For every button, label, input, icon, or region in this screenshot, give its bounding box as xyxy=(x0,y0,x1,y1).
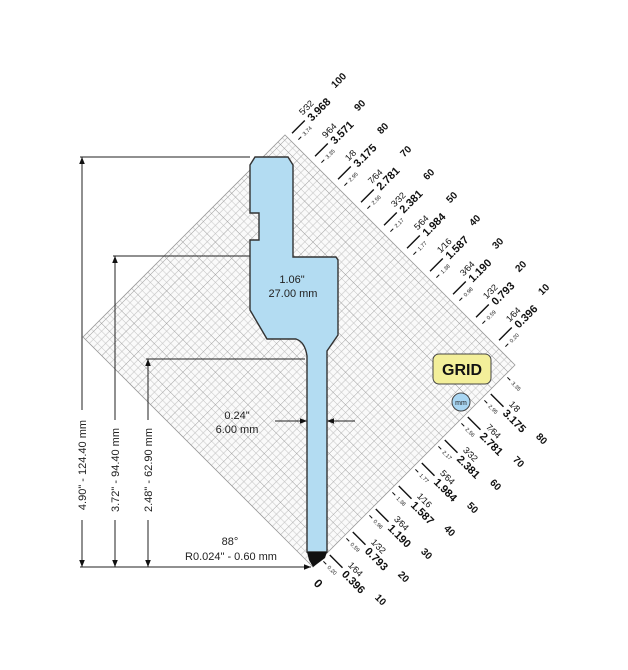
scale-small-label: 0.98 xyxy=(372,519,384,531)
major-tick xyxy=(406,234,421,249)
scale-value: 60 xyxy=(487,478,503,494)
scale-value: 60 xyxy=(422,167,438,183)
scale-small-label: 3.35 xyxy=(325,149,337,161)
grid-button[interactable]: GRID xyxy=(432,353,492,385)
scale-value: 10 xyxy=(372,593,388,609)
scale-value: 50 xyxy=(445,190,461,206)
scale-value: 50 xyxy=(464,501,480,517)
scale-small-label: 0.20 xyxy=(326,565,338,577)
scale-small-label: 2.95 xyxy=(487,404,499,416)
scale-small-label: 1.77 xyxy=(417,241,429,253)
major-tick xyxy=(352,531,367,546)
major-tick xyxy=(475,303,490,318)
major-tick xyxy=(467,416,482,431)
scale-value: 10 xyxy=(537,282,553,298)
scale-value: 20 xyxy=(514,259,530,275)
minor-tick xyxy=(484,400,488,404)
scale-small-label: 0.98 xyxy=(463,287,475,299)
minor-tick xyxy=(323,561,327,565)
scale-value: 40 xyxy=(468,213,484,229)
scale-small-label: 3.35 xyxy=(510,381,522,393)
minor-tick xyxy=(482,320,486,324)
body-width-in: 1.06" xyxy=(279,274,304,286)
scale-value: 90 xyxy=(353,98,369,114)
tool-tip xyxy=(307,552,327,567)
minor-tick xyxy=(461,423,465,427)
scale-value: 100 xyxy=(330,71,350,91)
major-tick xyxy=(329,554,344,569)
origin-label: 0 xyxy=(311,576,326,591)
minor-tick xyxy=(507,377,511,381)
unit-toggle-button[interactable]: mm xyxy=(451,392,471,412)
tip-angle: 88° xyxy=(222,536,239,548)
major-tick xyxy=(398,485,413,500)
minor-tick xyxy=(436,274,440,278)
minor-tick xyxy=(321,159,325,163)
tip-radius: R0.024" - 0.60 mm xyxy=(185,551,277,563)
shoulder-height-label: 3.72" - 94.40 mm xyxy=(110,428,122,512)
scale-small-label: 2.56 xyxy=(464,427,476,439)
scale-value: 70 xyxy=(399,144,415,160)
minor-tick xyxy=(415,469,419,473)
scale-value: 80 xyxy=(533,432,549,448)
scale-small-label: 2.17 xyxy=(394,218,406,230)
major-tick xyxy=(314,142,329,157)
total-height-label: 4.90" - 124.40 mm xyxy=(77,420,89,510)
major-tick xyxy=(452,280,467,295)
minor-tick xyxy=(344,182,348,186)
punch-tool-profile xyxy=(249,156,339,553)
scale-value: 20 xyxy=(395,570,411,586)
scale-item: 3.35 xyxy=(507,377,522,393)
minor-tick xyxy=(392,492,396,496)
major-tick xyxy=(421,462,436,477)
minor-tick xyxy=(413,251,417,255)
major-tick xyxy=(429,257,444,272)
minor-tick xyxy=(346,538,350,542)
scale-small-label: 0.59 xyxy=(486,310,498,322)
minor-tick xyxy=(459,297,463,301)
scale-small-label: 1.38 xyxy=(440,264,452,276)
major-tick xyxy=(498,326,513,341)
scale-value: 80 xyxy=(376,121,392,137)
scale-value: 30 xyxy=(418,547,434,563)
major-tick xyxy=(490,393,505,408)
neck-width-in: 0.24" xyxy=(224,410,249,422)
minor-tick xyxy=(505,343,509,347)
scale-decimal: 3.175 xyxy=(351,142,379,170)
scale-small-label: 1.77 xyxy=(418,473,430,485)
scale-value: 30 xyxy=(491,236,507,252)
unit-button-label: mm xyxy=(455,400,467,407)
neck-width-mm: 6.00 mm xyxy=(216,424,259,436)
minor-tick xyxy=(438,446,442,450)
minor-tick xyxy=(369,515,373,519)
scale-value: 70 xyxy=(510,455,526,471)
major-tick xyxy=(383,211,398,226)
major-tick xyxy=(291,119,306,134)
scale-decimal: 3.175 xyxy=(500,407,528,435)
major-tick xyxy=(444,439,459,454)
scale-small-label: 0.20 xyxy=(509,333,521,345)
minor-tick xyxy=(390,228,394,232)
grid-button-label: GRID xyxy=(442,362,482,379)
scale-value: 40 xyxy=(441,524,457,540)
scale-small-label: 1.38 xyxy=(395,496,407,508)
scale-small-label: 3.74 xyxy=(302,126,314,138)
major-tick xyxy=(360,188,375,203)
neck-height-label: 2.48" - 62.90 mm xyxy=(143,428,155,512)
minor-tick xyxy=(298,136,302,140)
major-tick xyxy=(337,165,352,180)
scale-small-label: 2.56 xyxy=(371,195,383,207)
major-tick xyxy=(375,508,390,523)
scale-small-label: 2.17 xyxy=(441,450,453,462)
grid-area xyxy=(82,134,516,568)
minor-tick xyxy=(367,205,371,209)
scale-small-label: 0.59 xyxy=(349,542,361,554)
body-width-mm: 27.00 mm xyxy=(269,288,318,300)
scale-small-label: 2.95 xyxy=(348,172,360,184)
